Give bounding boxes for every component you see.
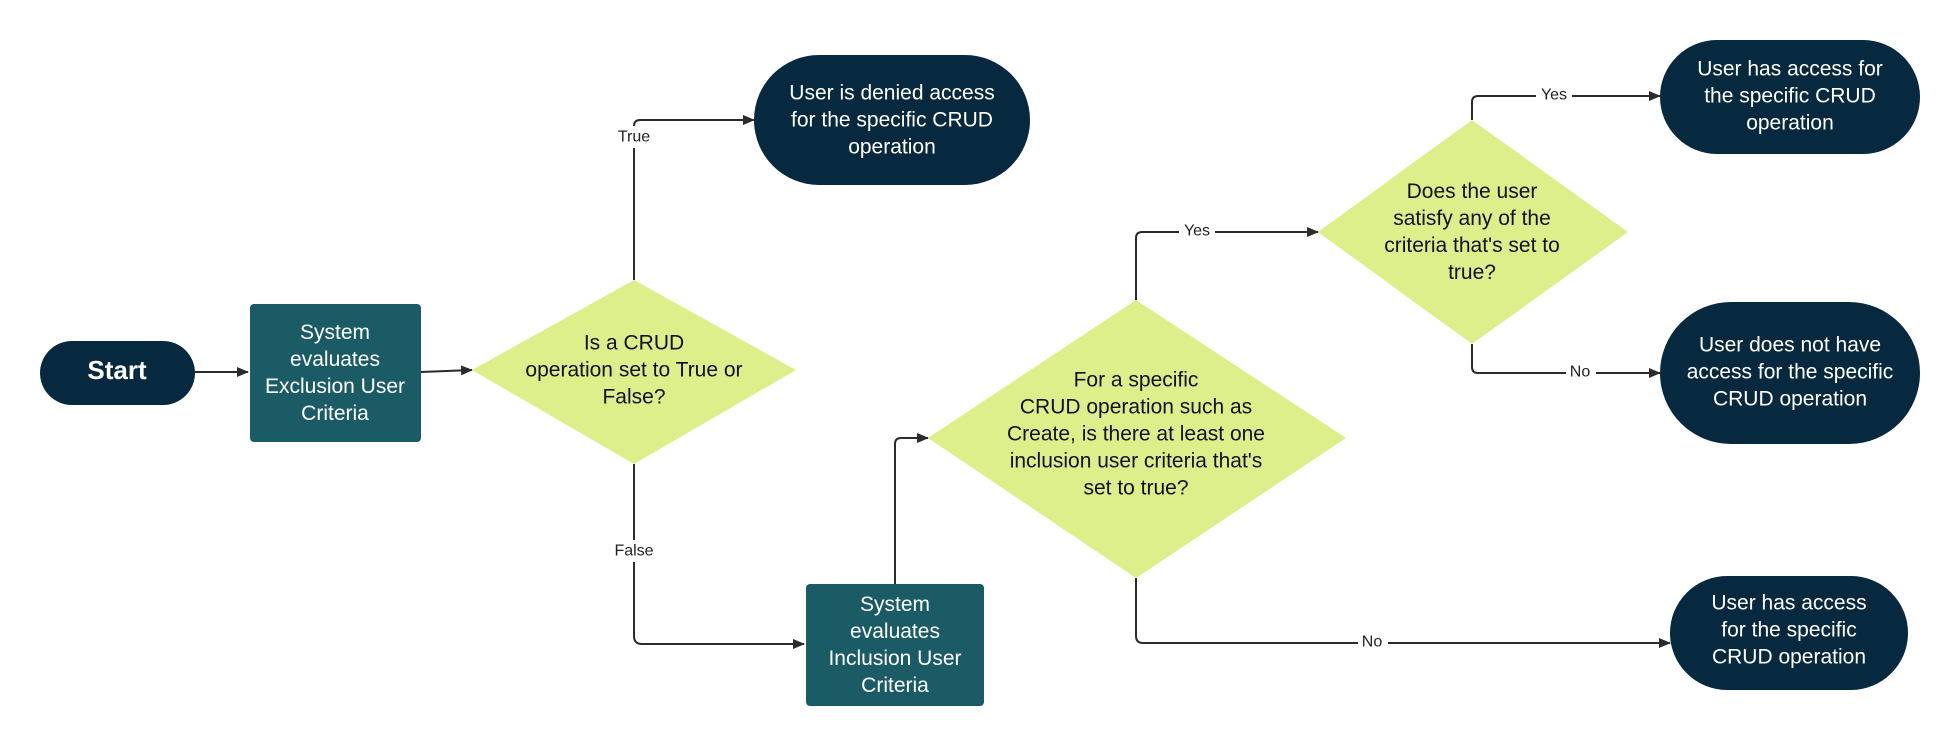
access-terminal-bottom <box>1670 576 1908 690</box>
node-text-line: Criteria <box>861 674 929 697</box>
inclusion-decision-diamond <box>928 300 1346 578</box>
node-text-line: the specific CRUD <box>1704 85 1876 108</box>
edge-satisfy-no-to-no-access <box>1471 344 1661 378</box>
denied-terminal-text: User is denied access for the specific CR… <box>789 82 994 159</box>
inclusion-process-box <box>806 584 984 706</box>
edge-label-yes-inclusion: Yes <box>1184 223 1210 240</box>
node-text-line: User has access for <box>1697 58 1883 81</box>
edge-label-false: False <box>614 543 653 560</box>
crud-decision-diamond <box>472 280 796 464</box>
node-text-line: access for the specific <box>1687 361 1894 384</box>
node-text-line: Inclusion User <box>828 647 961 670</box>
node-text-line: inclusion user criteria that's <box>1010 450 1263 473</box>
node-text-line: operation <box>848 136 936 159</box>
node-text-line: set to true? <box>1083 477 1188 500</box>
node-text-line: User is denied access <box>789 82 994 105</box>
edge-inclusion-yes-to-satisfy <box>1135 227 1319 300</box>
edge-label-no-inclusion: No <box>1362 634 1383 651</box>
edge-inclusion-to-decision <box>894 433 929 584</box>
node-text-line: Does the user <box>1407 180 1538 203</box>
node-text-line: CRUD operation such as <box>1020 396 1252 419</box>
edge-label-true: True <box>618 129 650 146</box>
edge-label-yes-satisfy: Yes <box>1541 87 1567 104</box>
node-text-line: Exclusion User <box>265 375 405 398</box>
denied-terminal <box>754 55 1030 185</box>
access-terminal-top-text: User has access for the specific CRUD oper… <box>1697 58 1883 135</box>
node-text-line: System <box>300 321 370 344</box>
node-text-line: System <box>860 593 930 616</box>
node-text-line: CRUD operation <box>1713 388 1867 411</box>
node-text-line: operation set to True or <box>525 359 742 382</box>
edge-decision-false-to-inclusion <box>633 464 805 649</box>
start-label: Start <box>87 355 147 385</box>
node-text-line: evaluates <box>850 620 940 643</box>
satisfy-decision-text: Does the user satisfy any of the criteria … <box>1384 180 1560 284</box>
edge-label-no-satisfy: No <box>1570 364 1591 381</box>
node-text-line: evaluates <box>290 348 380 371</box>
node-text-line: for the specific <box>1721 619 1856 642</box>
node-text-line: satisfy any of the <box>1393 207 1551 230</box>
node-text-line: true? <box>1448 261 1496 284</box>
edge-satisfy-yes-to-access <box>1471 91 1661 120</box>
node-text-line: CRUD operation <box>1712 646 1866 669</box>
node-text-line: Create, is there at least one <box>1007 423 1265 446</box>
node-text-line: Is a CRUD <box>584 332 684 355</box>
node-text-line: for the specific CRUD <box>791 109 993 132</box>
node-text-line: User does not have <box>1699 334 1881 357</box>
no-access-terminal <box>1660 302 1920 444</box>
node-text-line: criteria that's set to <box>1384 234 1560 257</box>
edge-decision-true-to-denied <box>633 115 755 280</box>
start-terminal <box>40 341 195 405</box>
edge-exclusion-to-decision <box>420 365 473 376</box>
node-text-line: False? <box>602 386 665 409</box>
node-text-line: User has access <box>1711 592 1866 615</box>
edge-inclusion-no-to-access <box>1135 578 1671 648</box>
no-access-terminal-text: User does not have access for the specifi… <box>1687 334 1894 411</box>
access-terminal-top <box>1660 40 1920 154</box>
node-text-line: operation <box>1746 112 1834 135</box>
node-text-line: For a specific <box>1074 369 1199 392</box>
satisfy-decision-diamond <box>1318 120 1628 344</box>
exclusion-process-box <box>250 304 421 442</box>
node-text-line: Criteria <box>301 402 369 425</box>
crud-decision-text: Is a CRUD operation set to True or False? <box>525 332 742 409</box>
